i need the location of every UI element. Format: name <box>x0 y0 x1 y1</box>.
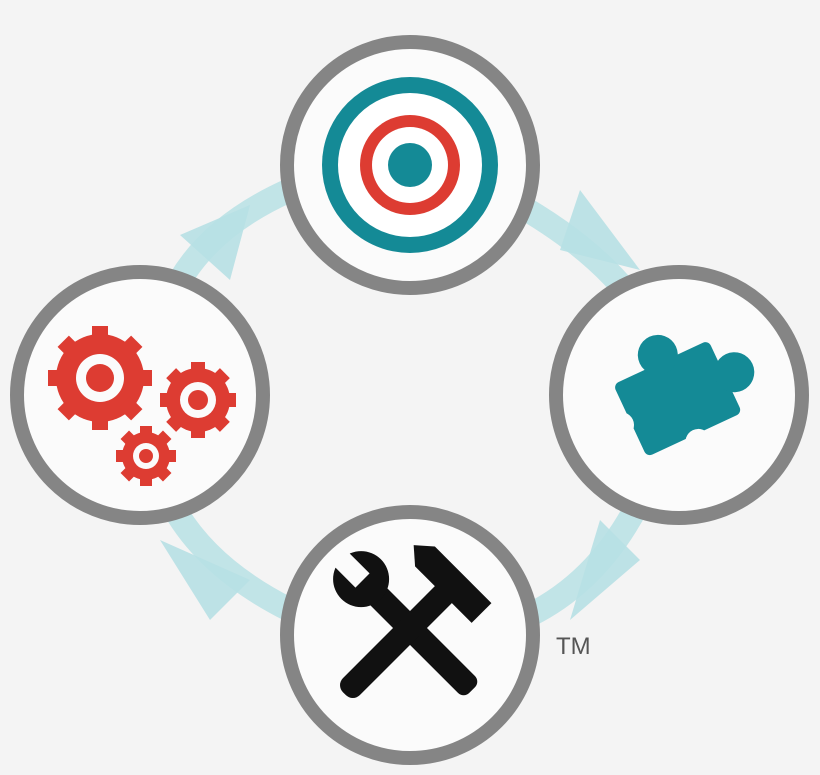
small-gear <box>116 426 176 486</box>
large-gear <box>48 326 152 430</box>
target-node <box>280 35 540 295</box>
arrow-head-bottom <box>570 520 640 620</box>
medium-gear <box>160 362 236 438</box>
trademark-mark: TM <box>556 633 591 660</box>
gears-icon <box>48 326 236 486</box>
hammer-wrench-icon <box>331 545 492 698</box>
puzzle-piece-icon <box>607 334 755 456</box>
arrow-head-top <box>180 205 250 280</box>
arrow-head-left <box>160 540 250 620</box>
arrow-bottom-to-left <box>164 503 296 621</box>
arrow-heads <box>160 190 640 620</box>
tools-node <box>280 505 540 765</box>
gears-node <box>10 265 270 525</box>
arrow-head-right <box>560 190 640 270</box>
puzzle-node <box>549 265 809 525</box>
target-icon <box>322 77 498 253</box>
